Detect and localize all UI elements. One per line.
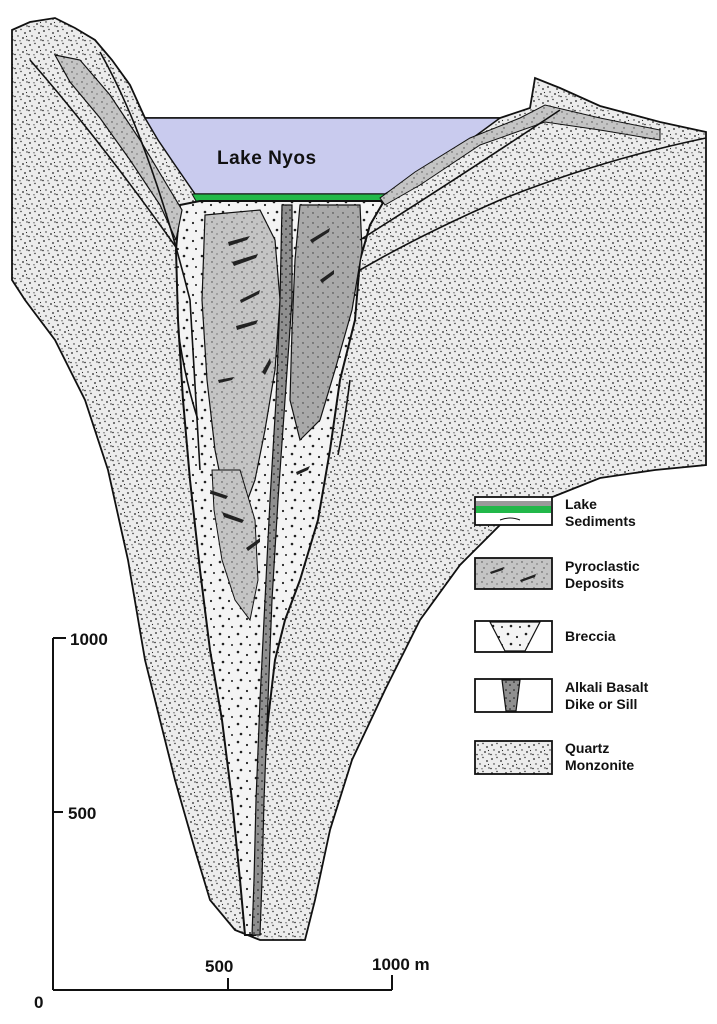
legend-label-lake-sediments-line1: Lake <box>565 496 597 512</box>
legend-swatch-pyroclastic-deposits <box>474 557 553 590</box>
legend-item-pyroclastic-deposits: Pyroclastic Deposits <box>474 557 640 591</box>
structure-lines <box>29 51 707 471</box>
lake-sediment-band <box>191 193 389 202</box>
legend-item-quartz-monzonite: Quartz Monzonite <box>474 740 634 775</box>
scale-tick-h-500: 500 <box>205 957 233 976</box>
legend-item-lake-sediments: Lake Sediments <box>474 496 636 529</box>
pyroclastic-deposit-left <box>201 209 281 522</box>
legend-label-lake-sediments-line2: Sediments <box>565 513 636 529</box>
scale-origin: 0 <box>34 993 43 1012</box>
scale-tick-h-1000m: 1000 m <box>372 955 430 974</box>
legend: Lake Sediments Pyroclastic Deposits Brec… <box>474 496 649 775</box>
pyroclastic-deposit-lower <box>211 469 259 622</box>
alkali-basalt-sill-right <box>379 104 661 206</box>
legend-label-breccia: Breccia <box>565 628 616 644</box>
pyroclastic-streaks <box>210 228 334 551</box>
pyroclastic-deposit-right <box>289 204 363 442</box>
alkali-basalt-dike <box>251 204 293 936</box>
legend-label-pyroclastic-line1: Pyroclastic <box>565 558 640 574</box>
cross-section <box>11 17 707 941</box>
legend-label-alkali-line1: Alkali Basalt <box>565 679 649 695</box>
legend-item-alkali-basalt: Alkali Basalt Dike or Sill <box>474 678 649 713</box>
scale-bar: 1000 500 0 500 1000 m <box>34 630 430 1012</box>
scale-tick-1000: 1000 <box>70 630 108 649</box>
lake-label: Lake Nyos <box>217 148 317 169</box>
alkali-basalt-sill-left <box>53 54 183 242</box>
legend-swatch-quartz-monzonite <box>474 740 553 775</box>
legend-item-breccia: Breccia <box>474 620 616 653</box>
legend-label-monzonite-line1: Quartz <box>565 740 609 756</box>
scale-tick-500: 500 <box>68 804 96 823</box>
legend-label-pyroclastic-line2: Deposits <box>565 575 624 591</box>
legend-label-alkali-line2: Dike or Sill <box>565 696 637 712</box>
legend-label-monzonite-line2: Monzonite <box>565 757 634 773</box>
